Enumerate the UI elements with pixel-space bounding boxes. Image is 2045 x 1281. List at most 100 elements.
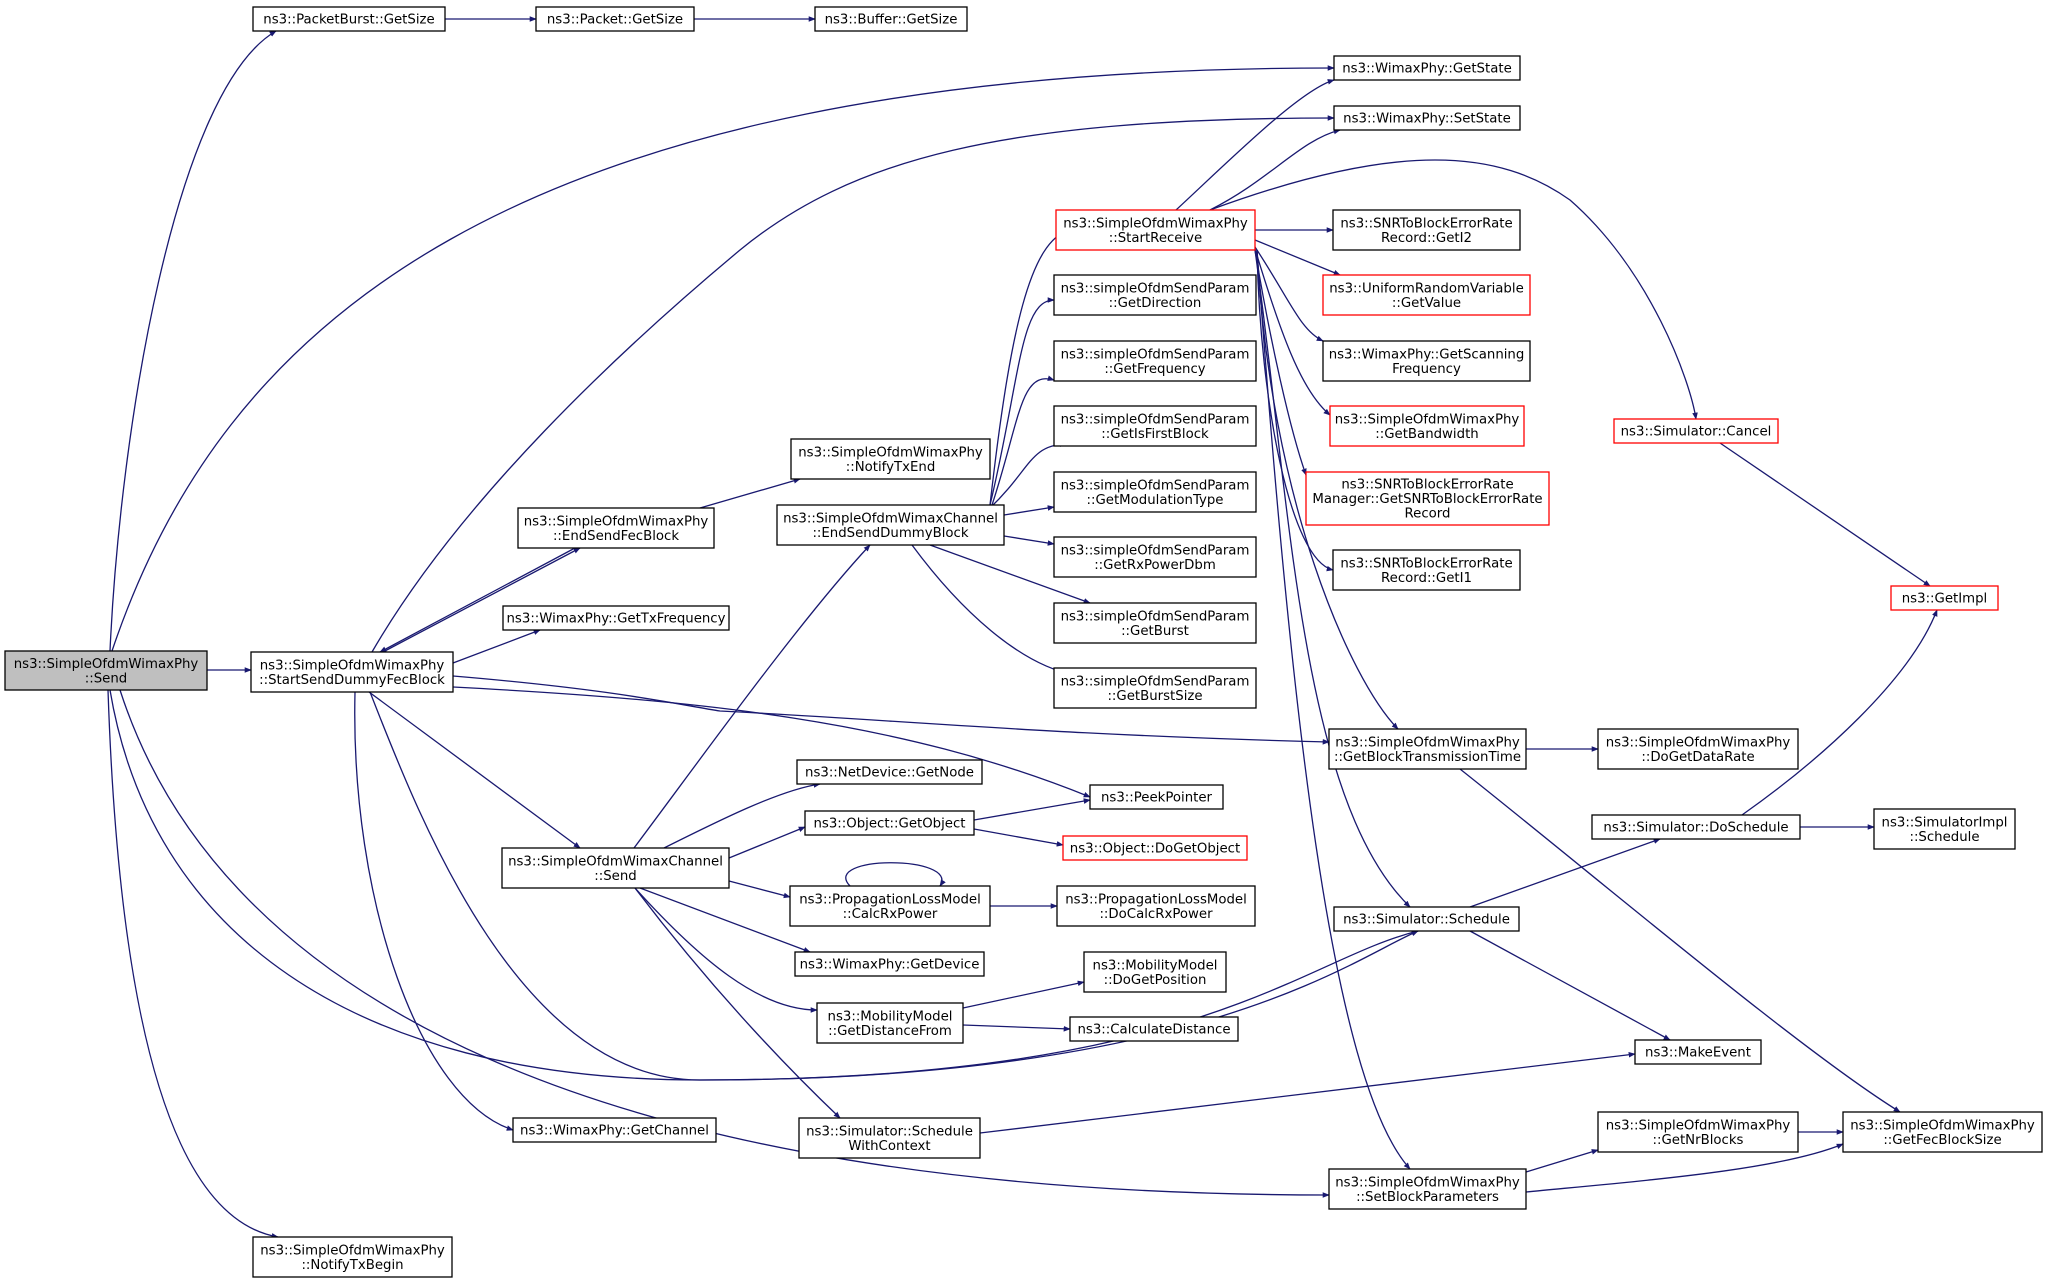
node-box[interactable] (1328, 728, 1527, 770)
node-box[interactable] (1333, 906, 1520, 932)
node-getbandwidth[interactable]: ns3::SimpleOfdmWimaxPhy::GetBandwidth (1329, 405, 1525, 447)
node-box[interactable] (1634, 1039, 1762, 1065)
node-calcrxpower[interactable]: ns3::PropagationLossModel::CalcRxPower (789, 885, 991, 927)
node-box[interactable] (1069, 1016, 1239, 1042)
node-box[interactable] (252, 1236, 453, 1278)
node-box[interactable] (798, 1117, 981, 1159)
node-box[interactable] (501, 847, 730, 889)
node-box[interactable] (1053, 667, 1257, 709)
node-endsendfecblock[interactable]: ns3::SimpleOfdmWimaxPhy::EndSendFecBlock (517, 507, 715, 549)
node-box[interactable] (1322, 340, 1531, 382)
node-box[interactable] (1056, 885, 1256, 927)
node-dogetposition[interactable]: ns3::MobilityModel::DoGetPosition (1083, 951, 1227, 993)
node-setstate[interactable]: ns3::WimaxPhy::SetState (1333, 105, 1521, 131)
node-box[interactable] (1053, 536, 1257, 578)
node-sim_cancel[interactable]: ns3::Simulator::Cancel (1613, 418, 1779, 444)
node-getdistancefrom[interactable]: ns3::MobilityModel::GetDistanceFrom (816, 1002, 964, 1044)
node-box[interactable] (1328, 1168, 1527, 1210)
node-simimpl_schedule[interactable]: ns3::SimulatorImpl::Schedule (1873, 808, 2016, 850)
node-box[interactable] (1333, 55, 1521, 81)
node-box[interactable] (1332, 549, 1521, 591)
node-box[interactable] (1597, 728, 1799, 770)
node-getisfirstblock[interactable]: ns3::simpleOfdmSendParam::GetIsFirstBloc… (1053, 405, 1257, 447)
node-notifytxbegin[interactable]: ns3::SimpleOfdmWimaxPhy::NotifyTxBegin (252, 1236, 453, 1278)
node-box[interactable] (502, 605, 730, 631)
node-docalcrxpower[interactable]: ns3::PropagationLossModel::DoCalcRxPower (1056, 885, 1256, 927)
node-box[interactable] (776, 504, 1005, 546)
node-box[interactable] (1597, 1111, 1799, 1153)
node-object_getobject[interactable]: ns3::Object::GetObject (804, 810, 975, 836)
node-box[interactable] (789, 885, 991, 927)
node-getburst[interactable]: ns3::simpleOfdmSendParam::GetBurst (1053, 602, 1257, 644)
node-box[interactable] (1873, 808, 2016, 850)
node-snr_manager[interactable]: ns3::SNRToBlockErrorRateManager::GetSNRT… (1305, 471, 1550, 526)
node-makeevent[interactable]: ns3::MakeEvent (1634, 1039, 1762, 1065)
node-getblocktxtime[interactable]: ns3::SimpleOfdmWimaxPhy::GetBlockTransmi… (1328, 728, 1527, 770)
node-dogetdatarate[interactable]: ns3::SimpleOfdmWimaxPhy::DoGetDataRate (1597, 728, 1799, 770)
node-box[interactable] (1613, 418, 1779, 444)
node-getchannel[interactable]: ns3::WimaxPhy::GetChannel (512, 1117, 717, 1143)
node-channel_send[interactable]: ns3::SimpleOfdmWimaxChannel::Send (501, 847, 730, 889)
node-buffer_getsize[interactable]: ns3::Buffer::GetSize (814, 6, 968, 32)
node-getstate[interactable]: ns3::WimaxPhy::GetState (1333, 55, 1521, 81)
node-box[interactable] (796, 759, 983, 785)
node-box[interactable] (804, 810, 975, 836)
node-box[interactable] (1053, 602, 1257, 644)
node-packet_getsize[interactable]: ns3::Packet::GetSize (535, 6, 695, 32)
node-getfecblocksize[interactable]: ns3::SimpleOfdmWimaxPhy::GetFecBlockSize (1842, 1111, 2043, 1153)
node-calculatedistance[interactable]: ns3::CalculateDistance (1069, 1016, 1239, 1042)
node-setblockparams[interactable]: ns3::SimpleOfdmWimaxPhy::SetBlockParamet… (1328, 1168, 1527, 1210)
node-box[interactable] (1053, 405, 1257, 447)
node-enddummyblock[interactable]: ns3::SimpleOfdmWimaxChannel::EndSendDumm… (776, 504, 1005, 546)
node-box[interactable] (1305, 471, 1550, 526)
node-box[interactable] (1053, 340, 1257, 382)
node-box[interactable] (252, 6, 446, 32)
node-box[interactable] (535, 6, 695, 32)
node-peekpointer[interactable]: ns3::PeekPointer (1089, 784, 1224, 810)
node-box[interactable] (1055, 209, 1256, 251)
node-box[interactable] (1332, 209, 1521, 251)
node-box[interactable] (1062, 835, 1248, 861)
node-box[interactable] (1890, 585, 1999, 611)
node-getimpl[interactable]: ns3::GetImpl (1890, 585, 1999, 611)
node-startreceive[interactable]: ns3::SimpleOfdmWimaxPhy::StartReceive (1055, 209, 1256, 251)
node-box[interactable] (512, 1117, 717, 1143)
node-getmodulationtype[interactable]: ns3::simpleOfdmSendParam::GetModulationT… (1053, 471, 1257, 513)
node-box[interactable] (814, 6, 968, 32)
node-box[interactable] (1053, 471, 1257, 513)
node-box[interactable] (250, 651, 454, 693)
node-getdevice[interactable]: ns3::WimaxPhy::GetDevice (794, 951, 985, 977)
node-getnrblocks[interactable]: ns3::SimpleOfdmWimaxPhy::GetNrBlocks (1597, 1111, 1799, 1153)
node-box[interactable] (1053, 274, 1257, 316)
node-box[interactable] (816, 1002, 964, 1044)
node-box[interactable] (1329, 405, 1525, 447)
node-netdevice_getnode[interactable]: ns3::NetDevice::GetNode (796, 759, 983, 785)
node-sim_schedule[interactable]: ns3::Simulator::Schedule (1333, 906, 1520, 932)
node-getrxpowerdbm[interactable]: ns3::simpleOfdmSendParam::GetRxPowerDbm (1053, 536, 1257, 578)
node-box[interactable] (790, 438, 991, 480)
node-box[interactable] (4, 650, 208, 691)
node-object_dogetobject[interactable]: ns3::Object::DoGetObject (1062, 835, 1248, 861)
node-pb_getsize[interactable]: ns3::PacketBurst::GetSize (252, 6, 446, 32)
node-sim_doschedule[interactable]: ns3::Simulator::DoSchedule (1591, 814, 1801, 840)
node-box[interactable] (794, 951, 985, 977)
node-box[interactable] (517, 507, 715, 549)
node-getfrequency[interactable]: ns3::simpleOfdmSendParam::GetFrequency (1053, 340, 1257, 382)
node-box[interactable] (1333, 105, 1521, 131)
node-startsenddummy[interactable]: ns3::SimpleOfdmWimaxPhy::StartSendDummyF… (250, 651, 454, 693)
node-uniform_getvalue[interactable]: ns3::UniformRandomVariable::GetValue (1322, 274, 1531, 316)
node-box[interactable] (1083, 951, 1227, 993)
node-box[interactable] (1089, 784, 1224, 810)
node-getburstsize[interactable]: ns3::simpleOfdmSendParam::GetBurstSize (1053, 667, 1257, 709)
node-box[interactable] (1591, 814, 1801, 840)
node-box[interactable] (1842, 1111, 2043, 1153)
node-box[interactable] (1322, 274, 1531, 316)
node-getdirection[interactable]: ns3::simpleOfdmSendParam::GetDirection (1053, 274, 1257, 316)
node-notifytxend[interactable]: ns3::SimpleOfdmWimaxPhy::NotifyTxEnd (790, 438, 991, 480)
node-gettxfrequency[interactable]: ns3::WimaxPhy::GetTxFrequency (502, 605, 730, 631)
node-send_root[interactable]: ns3::SimpleOfdmWimaxPhy::Send (4, 650, 208, 691)
